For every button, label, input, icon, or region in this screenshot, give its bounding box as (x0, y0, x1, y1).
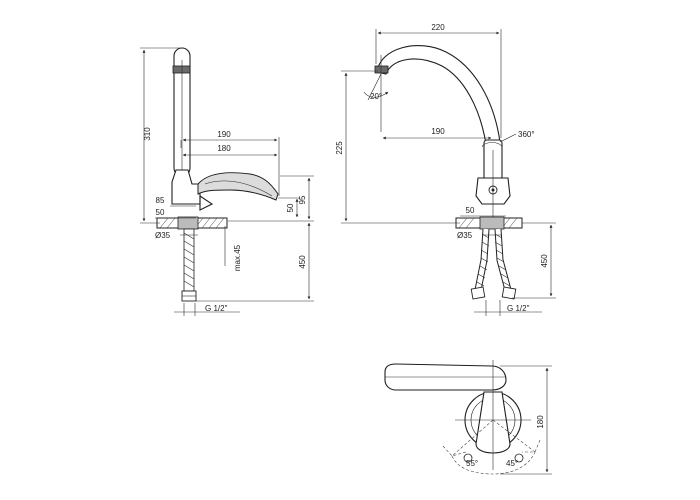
side-dim-50-right-label: 50 (286, 203, 295, 212)
side-body-handle (171, 169, 279, 211)
top-angle-right-label: 45° (506, 459, 518, 468)
top-dimensions: 180 55° 45° (466, 365, 552, 475)
side-dim-95-label: 95 (298, 195, 307, 204)
side-view: 310 190 180 85 50 50 95 (140, 47, 314, 316)
side-spout (172, 47, 191, 177)
front-rotation-arrow (481, 133, 517, 148)
top-depth-label: 180 (536, 415, 545, 429)
front-hoses (470, 228, 517, 300)
front-swing-angle (363, 73, 389, 101)
top-angle-left-label: 55° (466, 459, 478, 468)
side-hose (181, 228, 197, 302)
front-height-label: 225 (335, 141, 344, 155)
front-view: 220 20° 190 360° 225 50 Ø35 450 (335, 23, 556, 316)
side-countertop (156, 216, 228, 230)
front-dimensions: 220 20° 190 360° 225 50 Ø35 450 (335, 23, 556, 316)
side-dim-85-label: 85 (156, 196, 165, 205)
front-reach-label: 190 (431, 127, 445, 136)
front-hole-diameter-label: Ø35 (457, 231, 473, 240)
top-angle-arcs (442, 419, 541, 475)
side-hole-diameter-label: Ø35 (155, 231, 171, 240)
front-width-label: 220 (431, 23, 445, 32)
front-hose-length-label: 450 (540, 254, 549, 268)
front-swing-angle-label: 20° (370, 92, 382, 101)
front-countertop (455, 216, 523, 230)
side-reach-spout-label: 180 (217, 144, 231, 153)
front-body (475, 139, 511, 222)
side-thread-label: G 1/2" (205, 304, 228, 313)
side-dimensions: 310 190 180 85 50 50 95 (140, 47, 314, 316)
side-reach-top-label: 190 (217, 130, 231, 139)
side-max-thickness-label: max.45 (233, 244, 242, 271)
top-spout (384, 363, 507, 391)
top-view: 180 55° 45° (384, 360, 552, 475)
front-rotation-label: 360° (518, 130, 535, 139)
side-height-label: 310 (143, 127, 152, 141)
front-base-label: 50 (466, 206, 475, 215)
side-hose-length-label: 450 (298, 255, 307, 269)
front-thread-label: G 1/2" (507, 304, 530, 313)
side-dim-50-left-label: 50 (156, 208, 165, 217)
